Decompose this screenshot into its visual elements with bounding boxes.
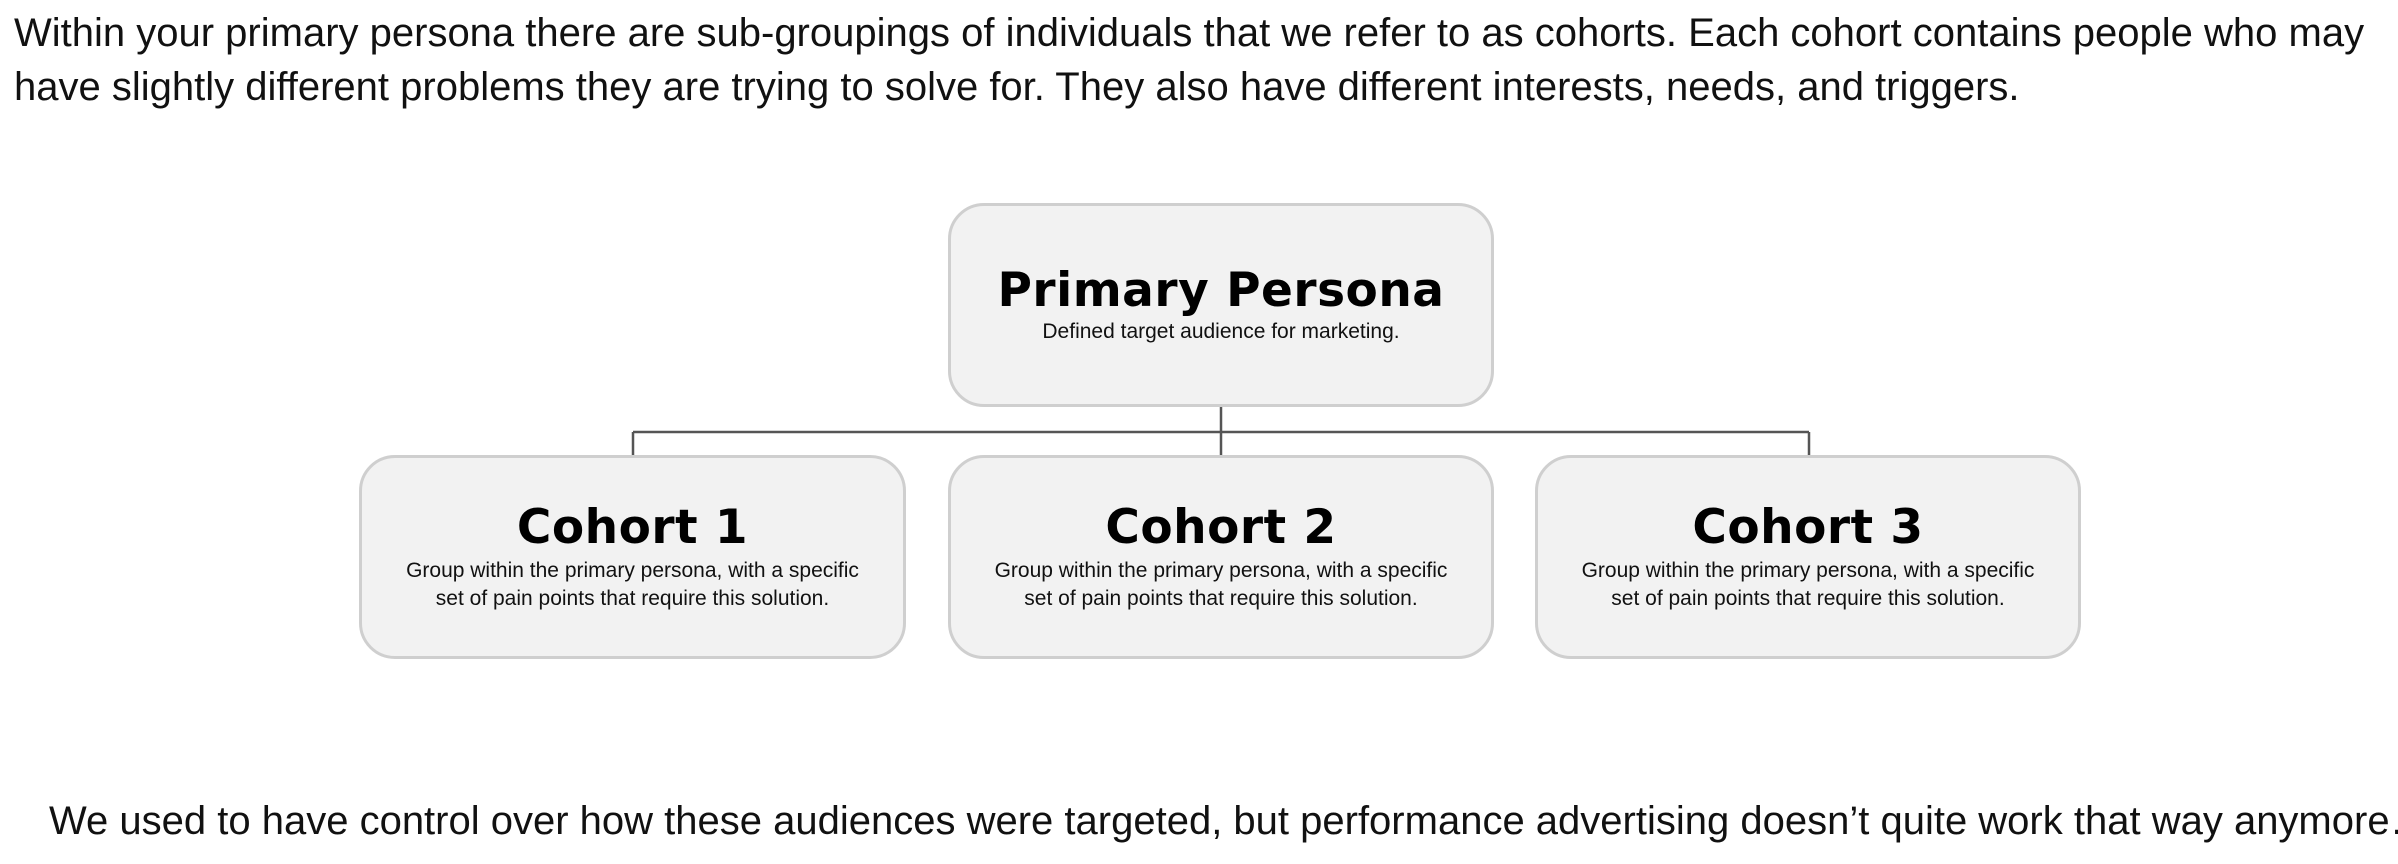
cohort-2-title: Cohort 2	[1105, 500, 1337, 555]
primary-persona-description: Defined target audience for marketing.	[1042, 320, 1400, 343]
cohort-3-title: Cohort 3	[1692, 500, 1924, 555]
primary-persona-title: Primary Persona	[997, 263, 1445, 318]
cohort-3-description: Group within the primary persona, with a…	[1581, 559, 2035, 610]
cohort-1-description: Group within the primary persona, with a…	[406, 559, 859, 610]
intro-paragraph: Within your primary persona there are su…	[14, 11, 2365, 109]
outro-paragraph: We used to have control over how these a…	[49, 799, 2398, 843]
primary-persona-node: Primary Persona Defined target audience …	[948, 203, 1494, 407]
cohort-1-node: Cohort 1 Group within the primary person…	[359, 455, 906, 659]
cohort-2-node: Cohort 2 Group within the primary person…	[948, 455, 1494, 659]
cohort-3-node: Cohort 3 Group within the primary person…	[1535, 455, 2081, 659]
cohort-2-description: Group within the primary persona, with a…	[994, 559, 1448, 610]
cohort-1-title: Cohort 1	[516, 500, 749, 555]
